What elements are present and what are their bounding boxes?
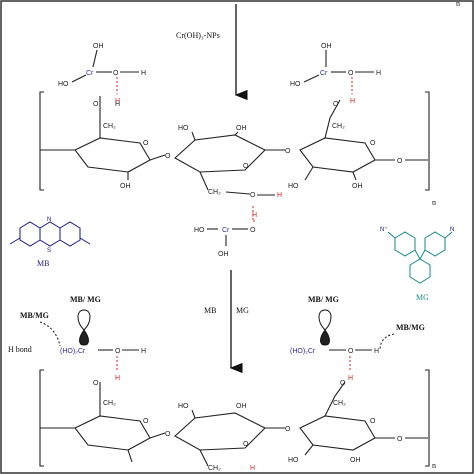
svg-text:H: H [141,70,146,77]
svg-text:O: O [115,348,121,355]
svg-text:MB/MG: MB/MG [396,323,425,332]
svg-text:H: H [250,465,255,472]
svg-text:OH: OH [236,125,247,132]
svg-text:H: H [115,101,120,108]
svg-text:N: N [47,217,51,223]
cr-complex-top-left: OH HO Cr O H H [58,43,146,105]
svg-text:O: O [348,348,354,355]
svg-text:CH₂: CH₂ [333,400,346,407]
svg-text:H bond: H bond [8,345,32,354]
svg-text:MB/ MG: MB/ MG [70,295,101,304]
svg-text:n: n [432,198,436,207]
svg-text:O: O [143,140,149,147]
svg-text:MB/MG: MB/MG [20,311,49,320]
svg-text:O: O [348,70,354,77]
svg-text:HO: HO [178,403,189,410]
svg-text:O: O [165,153,171,160]
svg-text:O: O [243,163,249,170]
svg-text:Cr: Cr [222,227,230,234]
svg-text:O: O [93,380,99,387]
svg-text:HO: HO [178,125,189,132]
svg-text:HO: HO [290,81,301,88]
svg-text:O: O [340,380,346,387]
svg-text:CH₂: CH₂ [103,123,116,130]
svg-text:O: O [93,101,99,108]
svg-text:OH: OH [352,183,363,190]
svg-text:OH: OH [350,457,361,464]
svg-text:S: S [47,248,51,254]
arrow-label-left: MB [204,306,216,315]
svg-text:H: H [277,192,282,199]
svg-text:OH: OH [236,403,247,410]
mg-molecule: N⁺ N MG [380,226,454,302]
svg-text:CH₂: CH₂ [332,123,345,130]
mb-label: MB [37,259,49,268]
svg-text:O: O [165,431,171,438]
svg-text:MB/ MG: MB/ MG [308,295,339,304]
svg-text:O: O [333,101,339,108]
svg-text:O: O [370,140,376,147]
svg-text:O: O [243,441,249,448]
svg-text:O: O [113,70,119,77]
svg-text:n: n [432,461,436,470]
cellulose-chain-bottom: n O CH₂ O O HO OH O CH₂ H O O CH₂ HO OH … [39,369,436,472]
svg-text:H: H [252,212,257,219]
svg-text:CH₂: CH₂ [208,465,221,472]
svg-text:O: O [370,418,376,425]
svg-text:CH₂: CH₂ [208,189,221,196]
svg-text:H: H [348,375,353,382]
svg-text:(HO)₂Cr: (HO)₂Cr [290,348,316,355]
svg-text:O: O [397,436,403,443]
repeat-n-top: n [456,0,460,8]
svg-text:OH: OH [93,43,104,50]
arrow-label-right: MG [236,306,249,315]
svg-text:H: H [115,375,120,382]
mb-molecule: N S MB [9,217,91,268]
svg-text:CH₂: CH₂ [103,400,116,407]
svg-text:N: N [450,227,454,233]
svg-text:OH: OH [218,251,229,258]
svg-text:O: O [397,158,403,165]
svg-text:OH: OH [321,43,332,50]
svg-text:HO: HO [288,183,299,190]
svg-text:H: H [141,348,146,355]
mg-label: MG [416,293,429,302]
svg-text:OH: OH [120,183,131,190]
svg-text:HO: HO [194,227,205,234]
svg-text:HO: HO [288,457,299,464]
cr-complex-top-right: OH HO Cr O H H [290,43,381,105]
svg-text:O: O [285,148,291,155]
svg-text:Cr: Cr [320,70,328,77]
svg-text:H: H [374,348,379,355]
svg-text:N⁺: N⁺ [380,226,388,233]
cellulose-chain-top: n O CH₂ H OH O O HO OH O CH₂ O H O O CH₂… [39,91,436,207]
svg-text:O: O [285,426,291,433]
svg-text:O: O [143,418,149,425]
svg-text:HO: HO [58,81,69,88]
svg-text:Cr: Cr [86,70,94,77]
cr-complex-bottom-left: MB/ MG MB/MG H bond (HO)₂Cr O H H [8,295,146,382]
svg-text:O: O [250,227,256,234]
svg-text:H: H [350,98,355,105]
reagent-label: Cr(OH)₃-NPs [176,31,220,40]
svg-text:(HO)₂Cr: (HO)₂Cr [60,348,86,355]
svg-text:H: H [376,70,381,77]
cr-complex-bottom-right: MB/ MG MB/MG (HO)₂Cr O H H [290,295,425,382]
svg-text:H: H [115,98,120,105]
svg-text:O: O [250,192,256,199]
cr-complex-middle: H HO Cr O OH [194,206,257,258]
